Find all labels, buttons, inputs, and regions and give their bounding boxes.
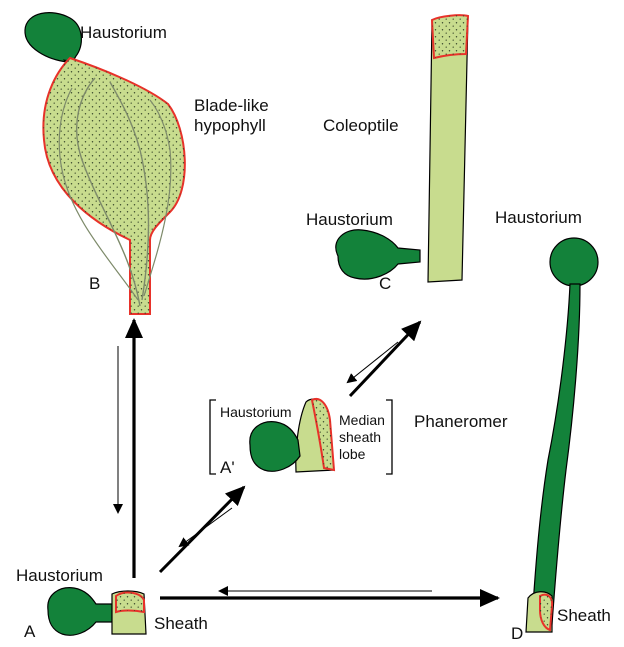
panel-d-haustorium xyxy=(550,238,598,286)
panel-d-organ-label: Phaneromer xyxy=(414,412,508,432)
panel-c-letter: C xyxy=(379,274,391,294)
panel-c-haustorium xyxy=(336,230,420,279)
panel-b-organ-label: Blade-like hypophyll xyxy=(194,96,269,136)
panel-a-prime-haustorium xyxy=(250,422,300,472)
panel-a-letter: A xyxy=(24,622,35,642)
panel-b-seedling xyxy=(25,13,185,314)
panel-a-haustorium xyxy=(48,588,112,636)
panel-d-haustorium-label: Haustorium xyxy=(495,208,582,228)
panel-a-prime-bracket-right xyxy=(386,400,392,474)
arrow-c-to-a-prime xyxy=(348,342,398,382)
panel-c-haustorium-label: Haustorium xyxy=(306,210,393,230)
panel-a-prime-lobe-label: Median sheath lobe xyxy=(339,412,385,463)
panel-a-prime-haustorium-label: Haustorium xyxy=(220,404,292,421)
panel-d-phaneromer xyxy=(532,284,580,624)
panel-b-letter: B xyxy=(89,274,100,294)
panel-d-letter: D xyxy=(511,624,523,644)
panel-a-sheath-label: Sheath xyxy=(154,614,208,634)
arrow-a-prime-to-a xyxy=(180,508,232,546)
panel-c-seedling xyxy=(336,15,468,282)
arrow-a-prime-to-c xyxy=(350,322,420,396)
panel-a-prime-letter: A' xyxy=(220,458,235,478)
panel-b-haustorium-label: Haustorium xyxy=(80,23,167,43)
panel-d-sheath-label: Sheath xyxy=(557,606,611,626)
panel-a-seedling xyxy=(48,588,146,636)
panel-a-haustorium-label: Haustorium xyxy=(16,566,103,586)
panel-a-prime-bracket-left xyxy=(210,400,216,474)
panel-c-organ-label: Coleoptile xyxy=(323,116,399,136)
panel-d-seedling xyxy=(526,238,598,632)
panel-b-haustorium xyxy=(25,13,81,62)
